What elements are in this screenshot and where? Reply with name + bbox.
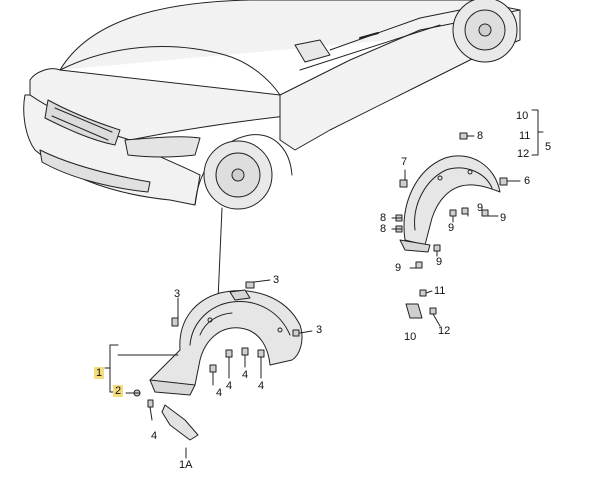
label-9-a: 9 (448, 222, 455, 234)
front-wheelhouse-liner (149, 289, 303, 396)
label-4-b: 4 (226, 380, 233, 392)
label-11-top: 11 (519, 130, 531, 142)
label-3-left: 3 (174, 288, 181, 300)
label-12-top: 12 (517, 148, 530, 160)
rear-wheelhouse-liner (399, 155, 501, 253)
label-4-a: 4 (216, 387, 223, 399)
label-1a: 1A (179, 459, 193, 471)
deflector-part (161, 404, 199, 441)
label-10-top: 10 (516, 110, 529, 122)
label-8-top: 8 (477, 130, 484, 142)
leader-line (217, 207, 223, 301)
label-9-b: 9 (477, 202, 484, 214)
label-2: 2 (113, 385, 124, 397)
car-body (23, 0, 521, 210)
label-9-c: 9 (500, 212, 507, 224)
label-1: 1 (94, 367, 105, 379)
label-11-bottom: 11 (434, 285, 446, 297)
label-6: 6 (524, 175, 531, 187)
label-12-bottom: 12 (438, 325, 451, 337)
label-4-e: 4 (151, 430, 158, 442)
label-8-a: 8 (380, 212, 387, 224)
label-8-b: 8 (380, 223, 387, 235)
label-9-e: 9 (395, 262, 402, 274)
label-3-top: 3 (273, 274, 280, 286)
label-7: 7 (401, 156, 408, 168)
label-10-bottom: 10 (404, 331, 417, 343)
label-3-right: 3 (316, 324, 323, 336)
label-5: 5 (545, 141, 552, 153)
label-4-d: 4 (258, 380, 265, 392)
label-9-d: 9 (436, 256, 443, 268)
label-4-c: 4 (242, 369, 249, 381)
